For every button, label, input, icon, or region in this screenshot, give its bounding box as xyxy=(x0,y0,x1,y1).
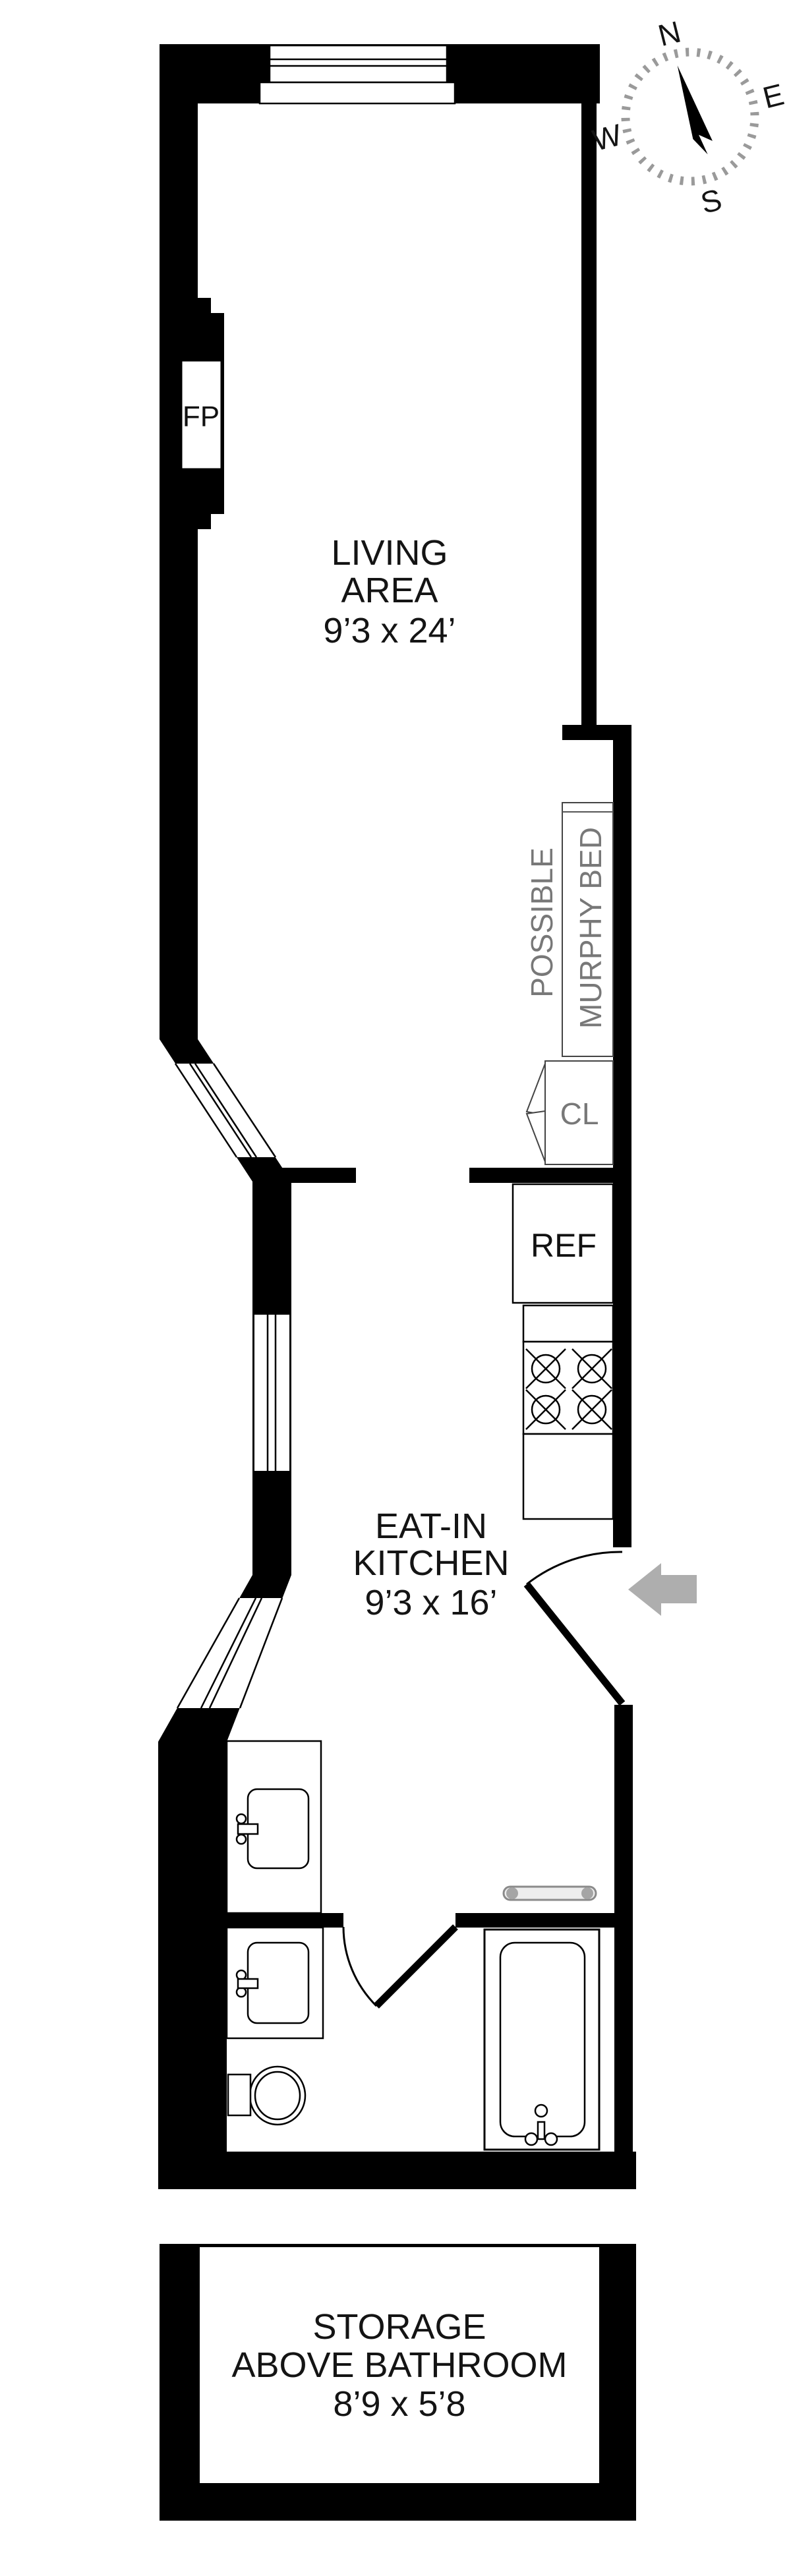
storage-label-line1: STORAGE xyxy=(312,2307,486,2347)
tub-knob xyxy=(524,2132,539,2146)
burner-cross xyxy=(525,1389,566,1430)
tub-spout xyxy=(537,2121,546,2140)
compass-label-south: S xyxy=(697,182,725,220)
living-kitchen-wall-right xyxy=(469,1168,631,1183)
closet-label: CL xyxy=(560,1097,599,1131)
storage-room: STORAGE ABOVE BATHROOM 8’9 x 5’8 xyxy=(160,2244,636,2521)
bathtub xyxy=(483,1928,601,2151)
bay-window-lower xyxy=(176,1597,283,1709)
fireplace-label: FP xyxy=(183,401,220,433)
faucet-knob xyxy=(235,1833,247,1845)
kitchen-window-glass xyxy=(253,1313,291,1472)
bathroom-divider-wall-left xyxy=(227,1913,343,1928)
compass-label-north: N xyxy=(655,14,684,53)
refrigerator xyxy=(512,1183,614,1304)
murphy-bed-label-line2: MURPHY BED xyxy=(573,827,608,1029)
burner-cross xyxy=(571,1389,612,1430)
towel-bar-cap xyxy=(581,1887,593,1899)
entry-door-swing xyxy=(526,1551,623,1586)
bathroom-divider-wall-right xyxy=(455,1913,616,1928)
living-area: FP LIVING AREA 9’3 x 24’ xyxy=(180,359,456,650)
storage-left-wall xyxy=(160,2245,200,2521)
stove-burners xyxy=(525,1348,612,1430)
toilet xyxy=(227,2065,307,2126)
bay-lower-line-2 xyxy=(200,1597,257,1709)
burner-cross xyxy=(525,1348,566,1389)
closet-door-icon-lower xyxy=(525,1110,546,1162)
faucet-spout xyxy=(237,1823,259,1835)
entry-arrow-icon xyxy=(628,1563,697,1616)
compass-needle-icon xyxy=(677,65,713,155)
fireplace xyxy=(180,359,223,471)
compass-tick-ring xyxy=(621,47,759,186)
kitchen-label-line2: KITCHEN xyxy=(353,1543,509,1583)
tub-knob xyxy=(544,2132,558,2146)
windows xyxy=(174,44,456,1709)
kitchen-counter-upper xyxy=(522,1304,614,1343)
living-left-wall xyxy=(160,44,198,1039)
murphy-bed-label-line1: POSSIBLE xyxy=(525,847,559,998)
bottom-wall xyxy=(160,2152,636,2189)
compass-rose: N E S W xyxy=(589,14,788,220)
kitchen-label-line1: EAT-IN xyxy=(375,1506,487,1546)
refrigerator-label: REF xyxy=(531,1227,597,1264)
living-right-wall xyxy=(581,44,597,725)
bay-lower-line-3 xyxy=(208,1597,263,1709)
bay-lower-line-4 xyxy=(239,1597,283,1709)
storage-bottom-wall xyxy=(160,2483,636,2521)
bay-upper-line-1 xyxy=(174,1063,238,1158)
faucet-knob xyxy=(235,1813,247,1825)
storage-label-line2: ABOVE BATHROOM xyxy=(231,2345,567,2385)
top-window-sill xyxy=(258,81,456,105)
storage-right-wall xyxy=(599,2245,636,2521)
walls xyxy=(158,44,636,2189)
bay-upper-line-2 xyxy=(189,1063,252,1158)
tub-faucet-icon xyxy=(524,2104,558,2146)
entry-door-leaf xyxy=(523,1582,626,1706)
bathroom-left-wall xyxy=(158,1742,227,2189)
faucet-icon-upper xyxy=(235,1813,259,1845)
compass-label-east: E xyxy=(759,77,787,115)
living-area-dimensions: 9’3 x 24’ xyxy=(323,611,455,650)
closet xyxy=(544,1060,614,1165)
living-area-label-line2: AREA xyxy=(341,571,438,610)
bathroom-right-wall xyxy=(614,1705,633,2189)
towel-bar-rod xyxy=(502,1885,597,1901)
towel-bar-cap xyxy=(506,1887,518,1899)
kitchen-window xyxy=(253,1313,291,1472)
faucet-spout xyxy=(237,1978,259,1989)
bathroom xyxy=(225,1740,601,2151)
toilet-bowl-inner xyxy=(254,2071,301,2121)
kitchen-counter-lower xyxy=(522,1433,614,1520)
faucet-icon-lower xyxy=(235,1969,259,1998)
tub-drain xyxy=(534,2104,548,2118)
kitchen: POSSIBLE MURPHY BED CL REF EAT-IN xyxy=(353,802,697,1706)
bay-upper-line-3 xyxy=(194,1063,258,1158)
kitchen-right-wall xyxy=(613,725,631,1547)
bay-lower-line-1 xyxy=(176,1597,241,1709)
kitchen-dimensions: 9’3 x 16’ xyxy=(365,1583,497,1622)
murphy-bed xyxy=(562,802,614,1057)
towel-bar xyxy=(502,1885,597,1901)
top-window xyxy=(258,44,456,105)
toilet-tank xyxy=(227,2073,252,2117)
bathroom-door-swing xyxy=(342,1926,378,2007)
bay-window-lower-glass xyxy=(177,1598,282,1708)
bay-upper-line-4 xyxy=(212,1063,277,1158)
storage-top-edge xyxy=(160,2244,636,2247)
storage-dimensions: 8’9 x 5’8 xyxy=(333,2384,465,2424)
living-area-label-line1: LIVING xyxy=(331,533,448,573)
bay-window-upper xyxy=(174,1063,277,1158)
closet-door-icon-upper xyxy=(525,1063,546,1116)
top-window-glass xyxy=(268,44,448,84)
burner-cross xyxy=(571,1348,612,1389)
bathroom-door-leaf xyxy=(374,1924,458,2009)
